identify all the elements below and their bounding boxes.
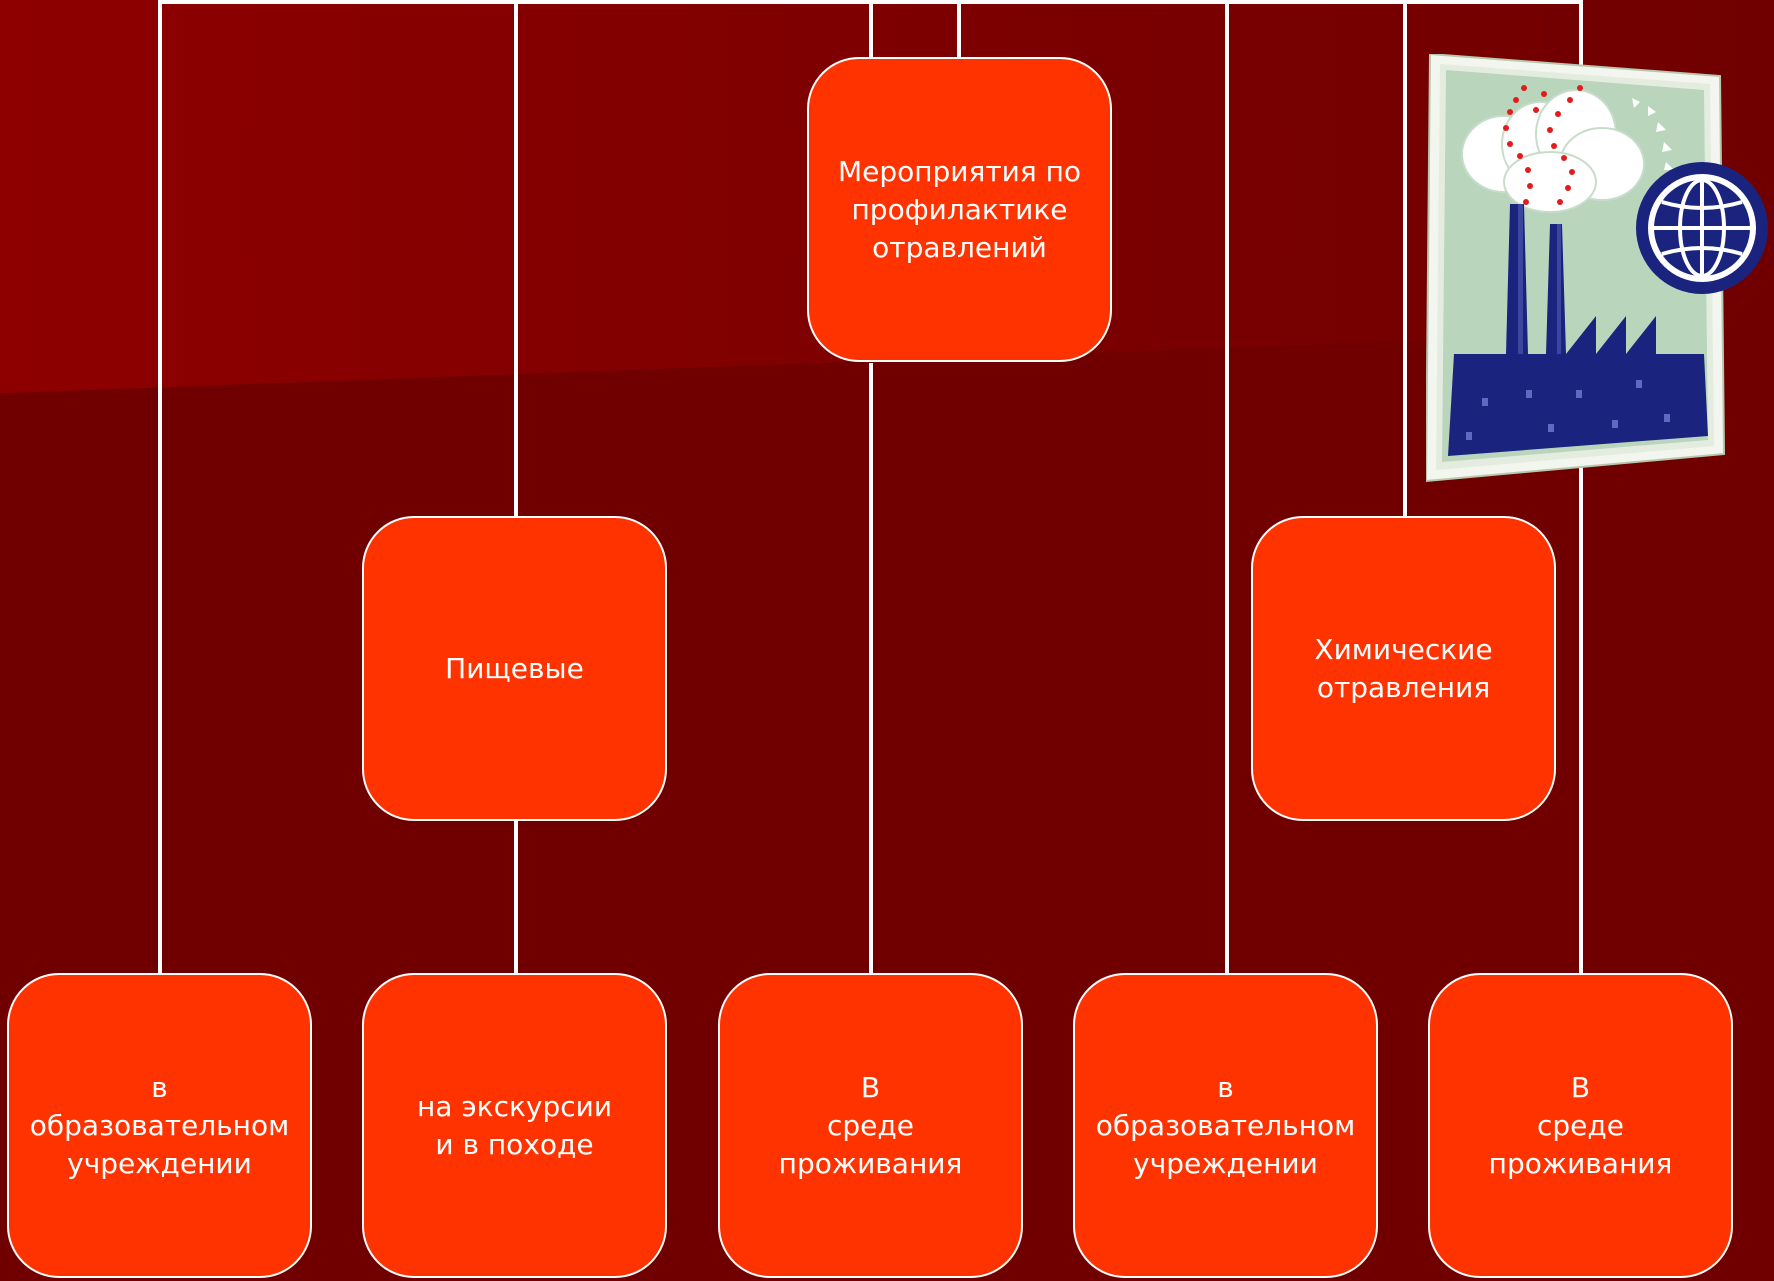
leaf-node-3: В среде проживания (718, 973, 1023, 1278)
connector-leaf-1 (158, 0, 162, 975)
leaf-node-label: В среде проживания (778, 1070, 963, 1180)
connector-leaf-4 (1225, 0, 1229, 975)
connector-category-food (514, 0, 518, 518)
leaf-node-label: в образовательном учреждении (29, 1070, 290, 1180)
connector-root-right (957, 0, 961, 59)
leaf-node-2: на экскурсии и в походе (362, 973, 667, 1278)
leaf-node-5: В среде проживания (1428, 973, 1733, 1278)
leaf-node-label: на экскурсии и в походе (416, 1089, 613, 1161)
connector-root-to-leaf-3 (869, 363, 873, 975)
leaf-node-label: в образовательном учреждении (1095, 1070, 1356, 1180)
connector-leaf-2 (514, 820, 518, 975)
leaf-node-4: в образовательном учреждении (1073, 973, 1378, 1278)
category-node-chemical: Химические отравления (1251, 516, 1556, 821)
category-node-label: Химические отравления (1314, 632, 1493, 704)
category-node-food: Пищевые (362, 516, 667, 821)
root-node-label: Мероприятия по профилактике отравлений (837, 154, 1082, 264)
category-node-label: Пищевые (445, 651, 584, 685)
root-node: Мероприятия по профилактике отравлений (807, 57, 1112, 362)
leaf-node-1: в образовательном учреждении (7, 973, 312, 1278)
connector-category-chemical (1403, 0, 1407, 518)
leaf-node-label: В среде проживания (1488, 1070, 1673, 1180)
connector-leaf-5 (1579, 0, 1583, 975)
factory-pollution-globe-icon (1426, 54, 1768, 483)
connector-root-left (869, 0, 873, 59)
